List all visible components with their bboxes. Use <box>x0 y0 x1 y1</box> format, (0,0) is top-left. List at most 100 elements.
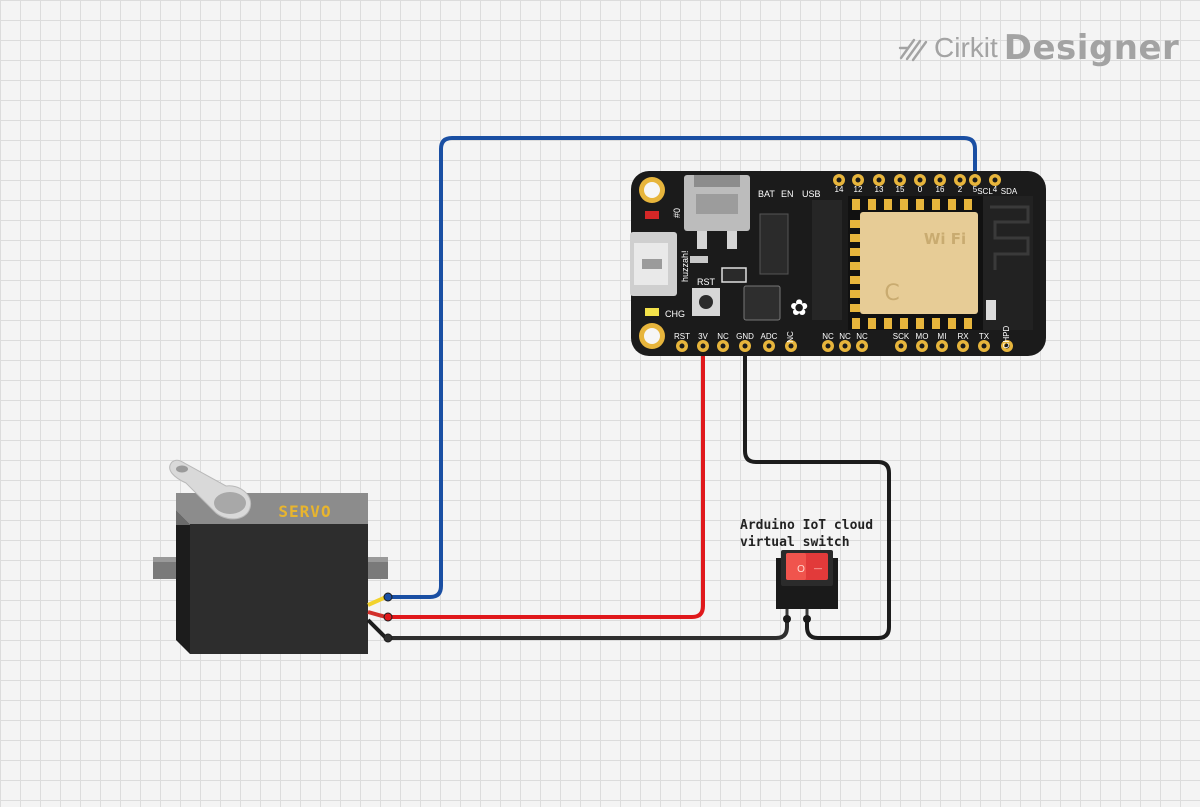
battery-connector-slot <box>696 194 738 214</box>
header-pin-hole <box>917 177 923 183</box>
bottom-pin-label: CHPD <box>1002 325 1011 348</box>
esp-pad <box>884 199 892 210</box>
switch-off-mark: — <box>814 564 822 573</box>
switch-on-mark: O <box>797 564 805 575</box>
header-pin-hole <box>1004 343 1010 349</box>
header-pin-hole <box>992 177 998 183</box>
header-pin-hole <box>788 343 794 349</box>
esp-pad-side <box>850 262 860 270</box>
esp-pad <box>916 318 924 329</box>
bottom-pin-label: NC <box>856 332 868 341</box>
top-extra-label: SCL <box>977 187 993 196</box>
esp-pad-side <box>850 290 860 298</box>
bottom-pin-label: RX <box>957 332 969 341</box>
pcb-antenna-icon <box>990 205 1030 270</box>
header-pin-hole <box>939 343 945 349</box>
top-extra-label: SDA <box>1001 187 1018 196</box>
switch-pin-2[interactable] <box>803 615 811 623</box>
bottom-pin-label: MI <box>938 332 947 341</box>
header-pin-hole <box>679 343 685 349</box>
esp-pad <box>948 199 956 210</box>
esp-castellation <box>850 199 972 329</box>
brand-suffix: Designer <box>1003 28 1180 68</box>
switch-pin-1[interactable] <box>783 615 791 623</box>
switch-label: Arduino IoT cloud virtual switch <box>740 517 873 551</box>
esp-pad <box>916 199 924 210</box>
top-pin-label: 5 <box>973 185 978 194</box>
battery-connector-lip <box>694 175 740 187</box>
header-pin-hole <box>855 177 861 183</box>
smd-part <box>690 256 708 263</box>
top-pin-label: 2 <box>958 185 963 194</box>
bottom-pin-label: MO <box>916 332 929 341</box>
usb-serial-chip <box>743 285 781 321</box>
servo-pin-ground[interactable] <box>383 633 393 643</box>
header-pin-hole <box>898 343 904 349</box>
brand-prefix: Cirkit <box>934 32 998 63</box>
header-pin-hole <box>842 343 848 349</box>
servo-motor[interactable]: SERVO <box>153 459 393 654</box>
bottom-pin-label: NC <box>717 332 729 341</box>
rocker-switch[interactable]: O — <box>776 550 838 623</box>
chg-led <box>645 308 659 316</box>
switch-label-line2: virtual switch <box>740 535 850 550</box>
usb-port-tongue <box>642 259 662 269</box>
header-pin-hole <box>766 343 772 349</box>
esp-pad <box>900 318 908 329</box>
bottom-pin-label: TX <box>979 332 990 341</box>
servo-shaft <box>214 492 246 514</box>
header-pin-hole <box>859 343 865 349</box>
battery-connector-leg1 <box>697 231 707 249</box>
header-pin-hole <box>937 177 943 183</box>
esp-pad <box>868 318 876 329</box>
header-pin-hole <box>897 177 903 183</box>
silkscreen-labels: BAT EN USB RST CHG #0 huzzah! <box>665 189 821 319</box>
esp-pad <box>852 318 860 329</box>
top-pin-label: 0 <box>918 185 923 194</box>
red-led <box>645 211 659 219</box>
top-pin-label: 15 <box>896 185 905 194</box>
header-pin-hole <box>919 343 925 349</box>
header-pin-hole <box>825 343 831 349</box>
wifi-mark: Wi Fi <box>924 230 966 248</box>
wires <box>386 136 977 640</box>
esp-pad-side <box>850 276 860 284</box>
cirkit-logo-icon <box>898 38 928 62</box>
regulator-chip <box>759 213 789 275</box>
label-chg: CHG <box>665 309 685 319</box>
wire-signal-blue[interactable] <box>386 136 977 599</box>
servo-pin-signal[interactable] <box>383 592 393 602</box>
brand: Cirkit Designer <box>898 26 1179 70</box>
bottom-pin-label: 3V <box>698 332 708 341</box>
wire-power-red[interactable] <box>386 344 705 619</box>
servo-cable-black <box>366 618 388 640</box>
switch-rocker-highlight <box>786 553 806 580</box>
mount-holes <box>639 177 665 349</box>
servo-label: SERVO <box>278 502 331 521</box>
header-pin-hole <box>981 343 987 349</box>
bottom-pin-label: ADC <box>761 332 778 341</box>
top-pin-label: 16 <box>936 185 945 194</box>
top-pin-label: 12 <box>854 185 863 194</box>
servo-cable-red <box>367 610 387 619</box>
servo-horn-hole <box>176 465 188 473</box>
wire-ground-switch-board[interactable] <box>743 344 891 640</box>
esp-shield-can <box>860 212 978 314</box>
servo-pin-power[interactable] <box>383 612 393 622</box>
header-pin-hole <box>742 343 748 349</box>
wire-ground-servo-switch[interactable] <box>386 615 789 640</box>
esp-pad <box>900 199 908 210</box>
bottom-pin-label: GND <box>736 332 754 341</box>
esp-pad <box>868 199 876 210</box>
esp-pad <box>964 199 972 210</box>
battery-connector-leg2 <box>727 231 737 249</box>
servo-top-shade <box>176 510 190 525</box>
esp-pad <box>852 199 860 210</box>
bottom-pin-label: SCK <box>893 332 910 341</box>
fcc-mark: C <box>884 281 899 306</box>
bottom-pin-label: RST <box>674 332 690 341</box>
